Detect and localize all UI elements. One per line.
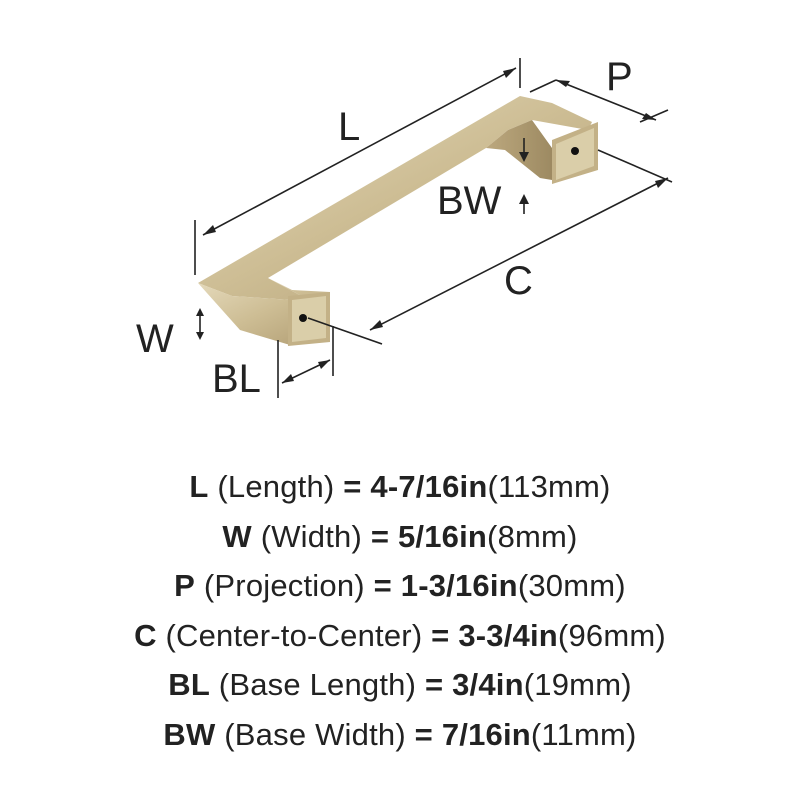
spec-imperial: 3-3/4in: [458, 617, 558, 653]
label-L: L: [338, 105, 360, 149]
spec-name: (Length): [217, 469, 335, 504]
spec-line-w: W (Width) = 5/16in(8mm): [0, 512, 800, 562]
screw-hole-right: [571, 147, 579, 155]
spec-equals: =: [431, 617, 450, 653]
spec-metric: (96mm): [557, 617, 666, 653]
spec-name: (Width): [260, 518, 362, 554]
spec-metric: (113mm): [487, 469, 611, 504]
spec-equals: =: [373, 568, 392, 603]
spec-name: (Center-to-Center): [165, 617, 423, 653]
spec-line-c: C (Center-to-Center) = 3-3/4in(96mm): [0, 611, 800, 661]
spec-equals: =: [370, 518, 390, 554]
spec-equals: =: [424, 667, 444, 702]
spec-imperial: 3/4in: [452, 667, 524, 702]
handle-grip-top: [198, 96, 592, 300]
spec-imperial: 5/16in: [397, 518, 488, 554]
label-C: C: [504, 259, 533, 303]
spec-name: (Projection): [203, 568, 365, 603]
spec-line-bl: BL (Base Length) = 3/4in(19mm): [0, 660, 800, 710]
cabinet-pull-handle: [198, 96, 598, 346]
spec-code: P: [174, 568, 196, 603]
dimension-lines: [194, 58, 673, 398]
label-P: P: [606, 55, 633, 99]
spec-line-bw: BW (Base Width) = 7/16in(11mm): [0, 710, 800, 760]
label-BL: BL: [212, 357, 261, 401]
screw-hole-left: [299, 314, 307, 322]
spec-code: W: [222, 518, 252, 554]
spec-metric: (8mm): [487, 518, 578, 554]
spec-code: BW: [163, 716, 216, 752]
spec-code: BL: [168, 667, 210, 702]
spec-imperial: 1-3/16in: [400, 568, 518, 603]
spec-equals: =: [414, 716, 433, 752]
spec-metric: (11mm): [530, 716, 637, 752]
spec-name: (Base Width): [224, 716, 406, 752]
spec-metric: (30mm): [517, 568, 626, 603]
label-W: W: [136, 317, 174, 361]
spec-code: L: [189, 469, 209, 504]
dimension-spec-list: L (Length) = 4-7/16in(113mm)W (Width) = …: [0, 462, 800, 759]
spec-code: C: [134, 617, 157, 653]
spec-imperial: 4-7/16in: [370, 469, 488, 504]
handle-dimension-diagram: L P BW C W BL: [136, 55, 673, 401]
spec-equals: =: [343, 469, 362, 504]
label-BW: BW: [437, 179, 502, 223]
spec-metric: (19mm): [523, 667, 632, 702]
handle-leg-right: [486, 120, 552, 180]
spec-line-p: P (Projection) = 1-3/16in(30mm): [0, 561, 800, 611]
spec-line-l: L (Length) = 4-7/16in(113mm): [0, 462, 800, 512]
spec-imperial: 7/16in: [441, 716, 531, 752]
spec-name: (Base Length): [218, 667, 417, 702]
